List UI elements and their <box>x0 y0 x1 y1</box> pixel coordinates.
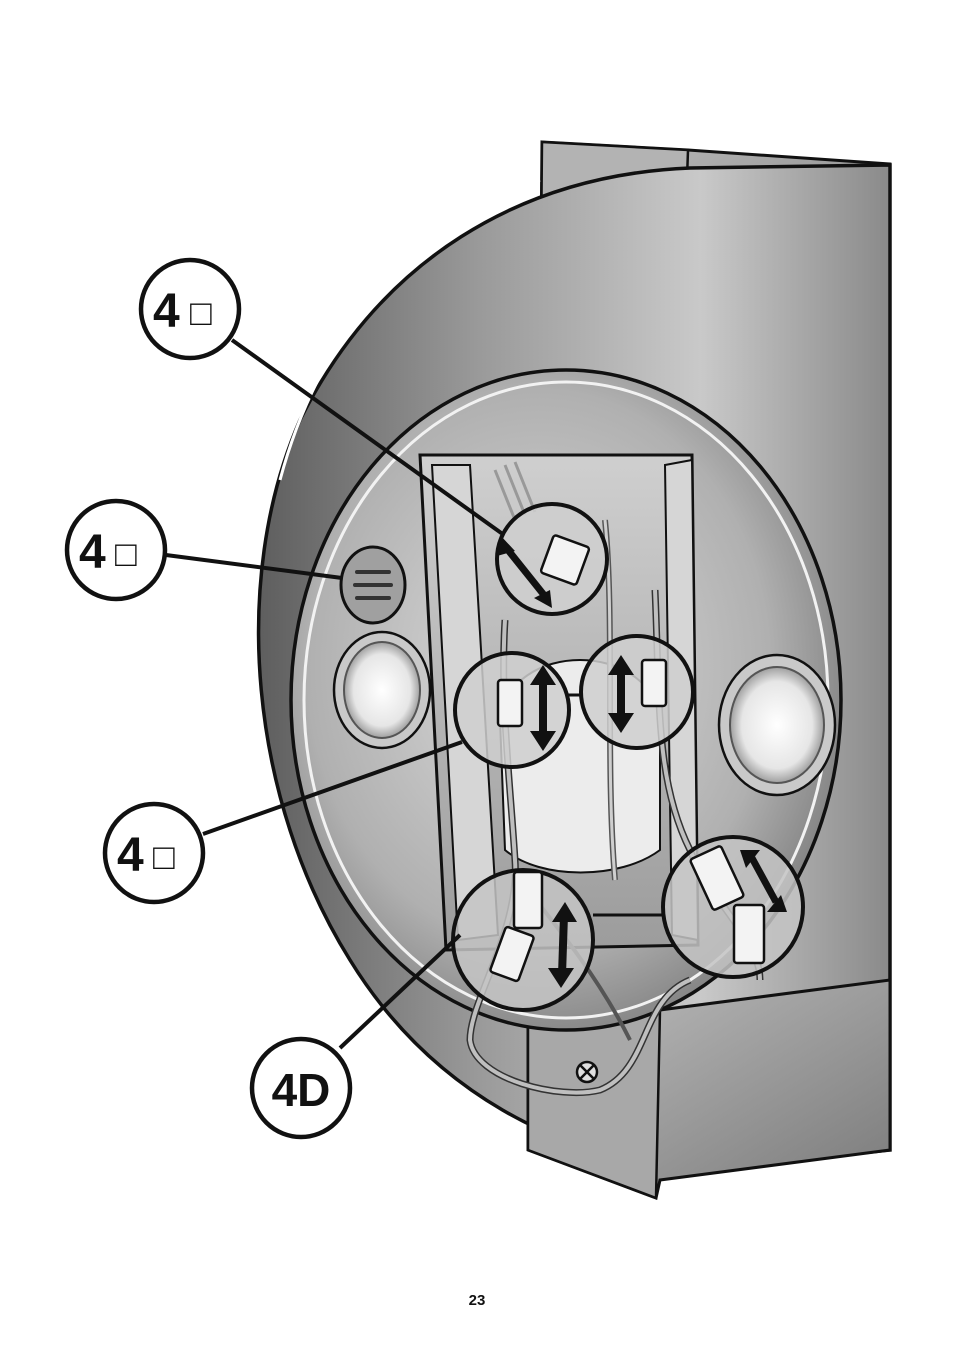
callout-4: 4D <box>252 1039 350 1137</box>
callout-1-number: 4 <box>153 285 180 338</box>
detail-connector-bottom-left <box>453 870 593 1010</box>
knob-icon <box>341 547 405 623</box>
callout-2-number: 4 <box>79 526 106 579</box>
callout-2: 4 □ <box>67 501 165 599</box>
detail-connector-top <box>497 504 607 614</box>
screw-icon <box>577 1062 597 1082</box>
lamp-right <box>719 655 835 795</box>
page-number: 23 <box>0 1292 954 1309</box>
callout-1: 4 □ <box>141 260 239 358</box>
detail-connector-middle-left <box>455 653 569 767</box>
callout-4-number: 4D <box>272 1064 331 1116</box>
lamp-left <box>334 632 430 748</box>
callout-1-suffix: □ <box>190 292 212 333</box>
callout-2-suffix: □ <box>115 533 137 574</box>
callout-3-number: 4 <box>117 829 144 882</box>
callout-3: 4 □ <box>105 804 203 902</box>
callout-3-suffix: □ <box>153 836 175 877</box>
